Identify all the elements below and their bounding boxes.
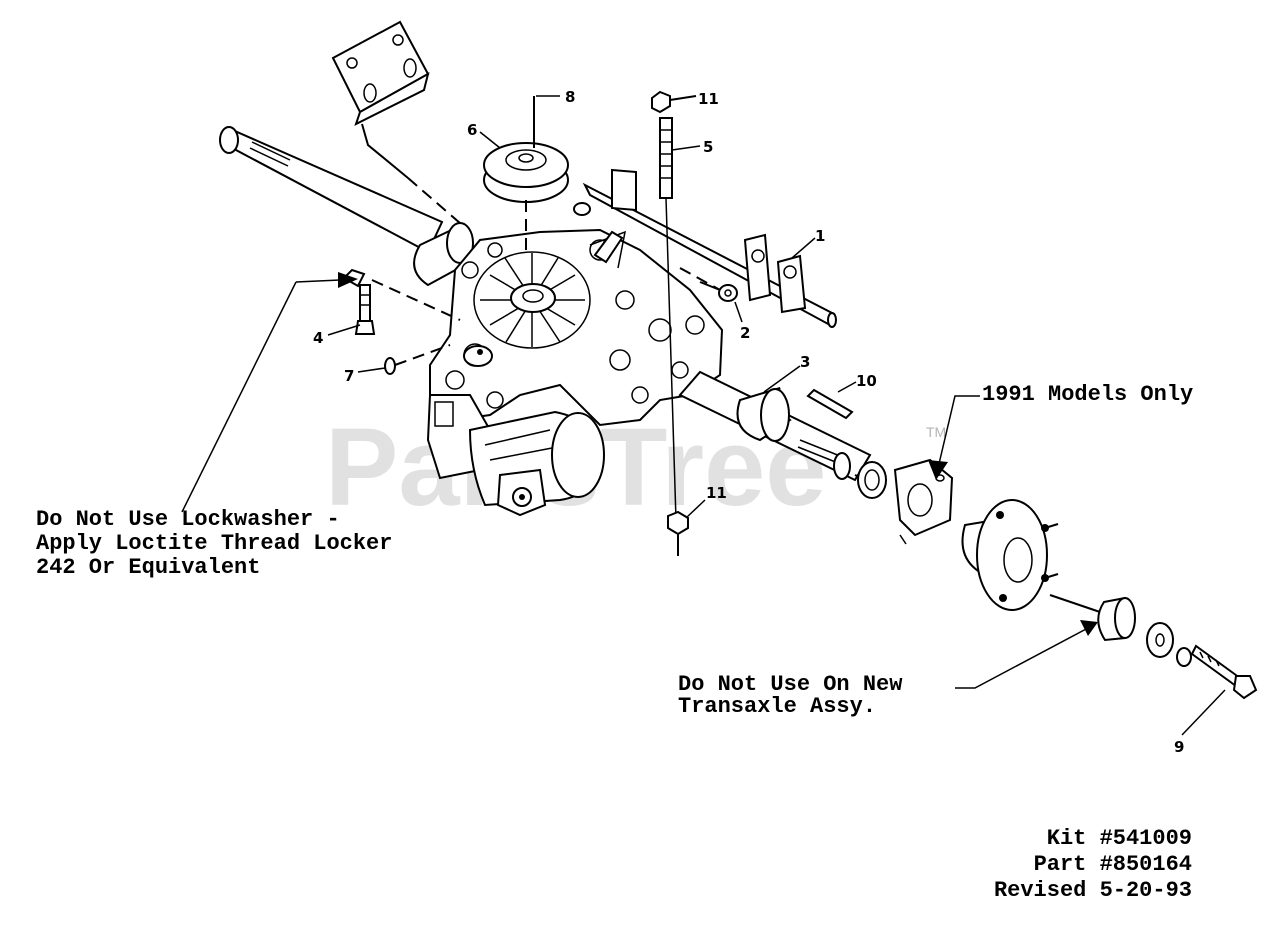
transaxle-housing	[429, 228, 724, 427]
revised-date: Revised 5-20-93	[993, 878, 1192, 903]
callout-3: 3	[800, 353, 810, 371]
callout-10: 10	[856, 372, 877, 390]
callout-2: 2	[740, 324, 750, 342]
notes: Do Not Use Lockwasher - Apply Loctite Th…	[36, 382, 1193, 719]
callout-6: 6	[467, 121, 477, 139]
callout-11-top: 11	[698, 90, 719, 108]
note-lockwasher-line2: Apply Loctite Thread Locker	[36, 531, 392, 556]
note-new-transaxle-line1: Do Not Use On New	[678, 672, 903, 697]
note-lockwasher-line3: 242 Or Equivalent	[36, 555, 260, 580]
callout-4: 4	[313, 329, 323, 347]
kit-number: Kit #541009	[1046, 826, 1192, 851]
part-number: Part #850164	[1033, 852, 1192, 877]
callout-11-bottom: 11	[706, 484, 727, 502]
note-1991-models: 1991 Models Only	[982, 382, 1193, 407]
pulley	[483, 96, 569, 250]
motor-assembly	[426, 394, 605, 517]
leader-lines	[181, 95, 1226, 736]
watermark-tm: TM	[926, 424, 946, 440]
callout-9: 9	[1174, 738, 1184, 756]
axle-key	[806, 388, 854, 420]
wheel-hub-assembly	[857, 458, 1258, 700]
callouts: 1 2 3 4 5 6 7 8 9 10 11 11	[313, 88, 1184, 756]
part-info-block: Kit #541009 Part #850164 Revised 5-20-93	[994, 826, 1192, 904]
left-axle-shaft	[219, 126, 474, 287]
mounting-bracket	[331, 20, 469, 231]
threaded-stud	[651, 90, 697, 556]
brake-rod-assembly	[573, 168, 837, 328]
right-axle-shaft	[678, 370, 881, 487]
callout-1: 1	[815, 227, 825, 245]
note-lockwasher-line1: Do Not Use Lockwasher -	[36, 507, 340, 532]
callout-8: 8	[565, 88, 575, 106]
callout-7: 7	[344, 367, 354, 385]
note-new-transaxle-line2: Transaxle Assy.	[678, 694, 876, 719]
callout-5: 5	[703, 138, 713, 156]
